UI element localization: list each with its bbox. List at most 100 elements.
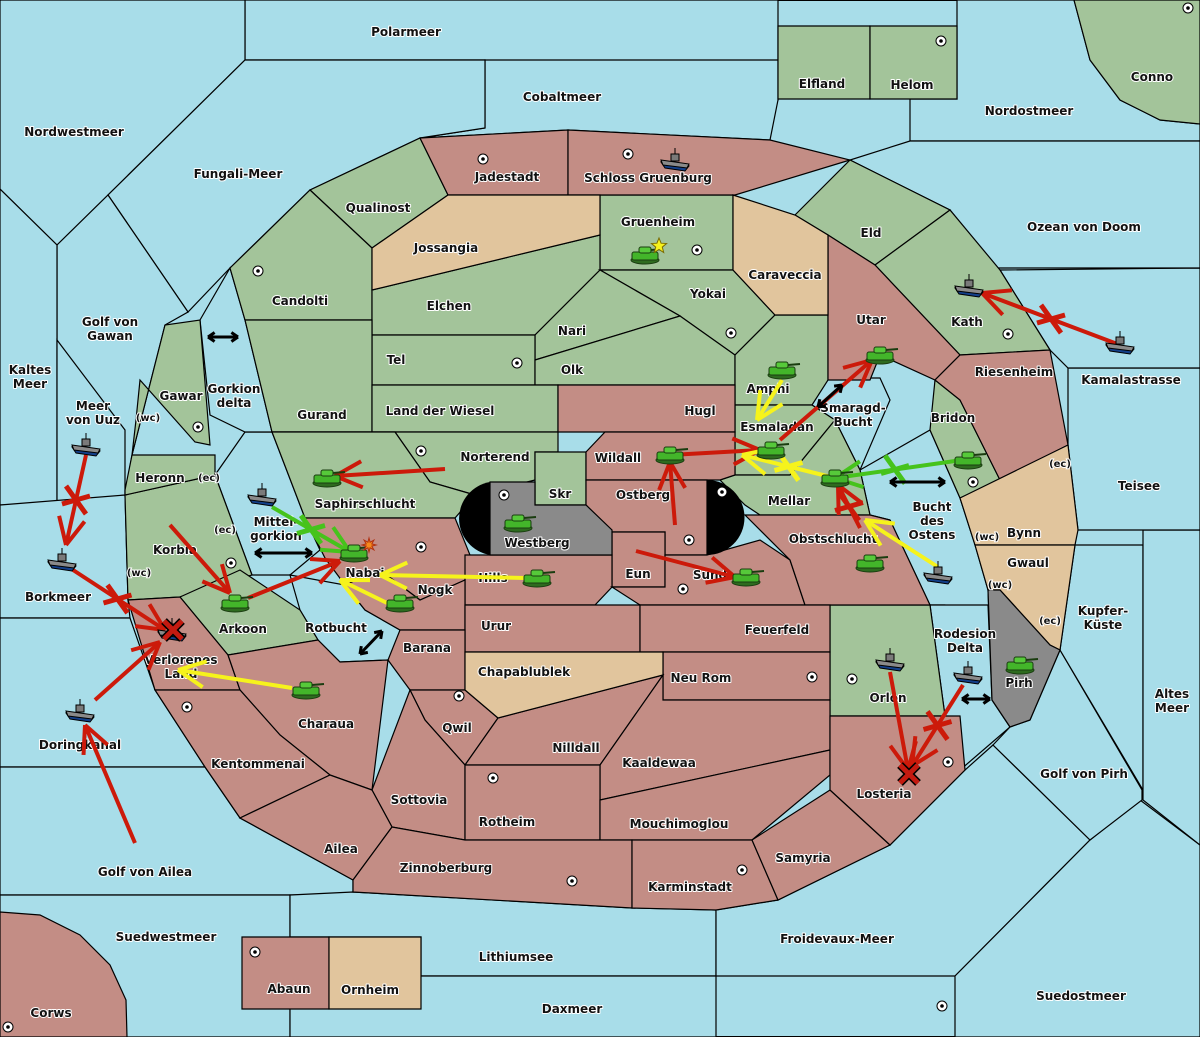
region-heronn[interactable] xyxy=(124,454,216,496)
region-label: Tel xyxy=(387,353,406,367)
region-label: Urur xyxy=(481,619,511,633)
region-label: Doringkanal xyxy=(39,738,121,752)
region-westberg[interactable] xyxy=(489,481,613,556)
army-tank-icon[interactable] xyxy=(291,681,325,700)
region-label: Land der Wiesel xyxy=(386,404,495,418)
region-label: Gruenheim xyxy=(621,215,695,229)
order-arrow-red xyxy=(57,454,91,547)
region-label: Golf von Ailea xyxy=(98,865,192,879)
order-arrow-red xyxy=(93,640,162,702)
order-arrow-red xyxy=(980,288,1121,347)
region-label: Mellar xyxy=(768,494,810,508)
region-gawar[interactable] xyxy=(131,319,211,456)
army-tank-icon[interactable] xyxy=(855,554,889,573)
order-arrow-yellow xyxy=(863,518,940,569)
region-label: Amphi xyxy=(746,382,789,396)
army-tank-icon[interactable] xyxy=(503,514,537,533)
region-kaltes-meer[interactable] xyxy=(0,188,58,506)
region-label: Karminstadt xyxy=(648,880,732,894)
army-tank-icon[interactable] xyxy=(630,246,664,265)
coast-label: (wc) xyxy=(136,413,160,424)
region-label: Froidevaux-Meer xyxy=(780,932,894,946)
region-conno[interactable] xyxy=(1073,0,1200,125)
army-tank-icon[interactable] xyxy=(655,446,689,465)
region-mellar[interactable] xyxy=(718,418,871,516)
region-chapablublek[interactable] xyxy=(464,651,664,719)
army-tank-icon[interactable] xyxy=(220,594,254,613)
army-tank-icon[interactable] xyxy=(767,361,801,380)
fleet-ship-icon[interactable] xyxy=(659,148,690,172)
supply-center-icon xyxy=(936,1000,948,1012)
supply-center-icon xyxy=(2,1021,14,1033)
region-label: Golf von Pirh xyxy=(1040,767,1128,781)
fleet-ship-icon[interactable] xyxy=(64,699,95,723)
army-tank-icon[interactable] xyxy=(953,451,987,470)
army-tank-icon[interactable] xyxy=(385,594,419,613)
fleet-ship-icon[interactable] xyxy=(953,274,984,298)
order-arrow-red xyxy=(834,483,864,529)
army-tank-icon[interactable] xyxy=(312,469,346,488)
region-label: Bridon xyxy=(931,411,976,425)
region-label: Kaaldewaa xyxy=(622,756,696,770)
army-tank-icon[interactable] xyxy=(339,544,373,563)
army-tank-icon[interactable] xyxy=(820,469,854,488)
region-label: Ornheim xyxy=(341,983,399,997)
region-label: Orlon xyxy=(869,691,906,705)
order-arrow-green xyxy=(271,505,352,554)
region-teisee[interactable] xyxy=(1067,367,1200,531)
army-tank-icon[interactable] xyxy=(1005,656,1039,675)
fleet-ship-icon[interactable] xyxy=(46,548,77,572)
region-bynn[interactable] xyxy=(959,444,1079,546)
fleet-ship-icon[interactable] xyxy=(874,648,905,672)
region-label: Utar xyxy=(856,313,886,327)
region-utar[interactable] xyxy=(827,233,961,381)
coast-label: (wc) xyxy=(975,532,999,543)
region-caravecca[interactable] xyxy=(732,194,829,316)
order-arrow-red xyxy=(247,556,342,600)
fleet-ship-icon[interactable] xyxy=(70,433,101,457)
region-corws[interactable] xyxy=(0,911,128,1037)
army-tank-icon[interactable] xyxy=(731,568,765,587)
region-label: Wildall xyxy=(595,451,641,465)
region-label: Obstschlucht xyxy=(789,532,878,546)
adjacency-arrow-icon xyxy=(889,476,946,488)
region-label: Schloss Gruenburg xyxy=(584,171,712,185)
fleet-ship-icon[interactable] xyxy=(952,661,983,685)
region-obstschlucht[interactable] xyxy=(743,514,931,606)
region-label: Bynn xyxy=(1007,526,1041,540)
region-label: Rotheim xyxy=(479,815,536,829)
region-label: Neu Rom xyxy=(671,671,732,685)
region-jossangia[interactable] xyxy=(371,194,601,291)
region-gruenheim[interactable] xyxy=(599,194,734,271)
supply-center-icon xyxy=(415,445,427,457)
supply-center-icon xyxy=(622,148,634,160)
order-arrow-red xyxy=(910,683,965,768)
supply-center-icon xyxy=(846,673,858,685)
supply-center-icon xyxy=(498,489,510,501)
supply-center-icon xyxy=(566,875,578,887)
fleet-ship-icon[interactable] xyxy=(1104,331,1135,355)
supply-center-icon xyxy=(967,476,979,488)
units-layer xyxy=(46,148,1135,723)
region-label: Hugl xyxy=(684,404,715,418)
region-label: Helom xyxy=(890,78,933,92)
region-label: Daxmeer xyxy=(542,1002,603,1016)
region-mouchimoglou[interactable] xyxy=(599,749,831,841)
army-tank-icon[interactable] xyxy=(865,346,899,365)
region-ailea[interactable] xyxy=(238,774,393,881)
region-label: Caraveccia xyxy=(748,268,821,282)
supply-center-icon xyxy=(725,327,737,339)
supply-center-icon xyxy=(1182,2,1194,14)
region-ornheim[interactable] xyxy=(328,936,422,1010)
army-tank-icon[interactable] xyxy=(756,441,790,460)
fleet-ship-icon[interactable] xyxy=(246,483,277,507)
supply-center-icon xyxy=(511,357,523,369)
region-helom[interactable] xyxy=(869,25,958,100)
order-arrow-red xyxy=(68,566,167,632)
region-schloss-gruenburg[interactable] xyxy=(567,129,853,196)
region-karminstadt[interactable] xyxy=(631,839,779,911)
army-tank-icon[interactable] xyxy=(522,569,556,588)
fleet-ship-icon[interactable] xyxy=(922,561,953,585)
region-label: Barana xyxy=(403,641,451,655)
region-label: Nilldall xyxy=(552,741,599,755)
